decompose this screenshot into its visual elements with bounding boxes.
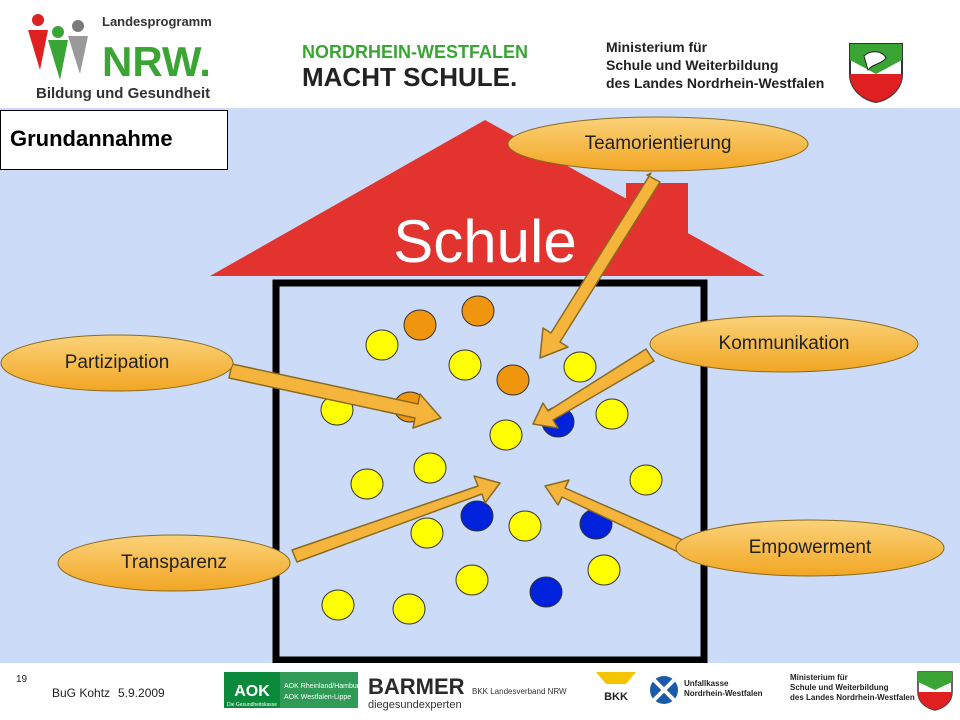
house-label: Schule — [393, 208, 576, 275]
dot — [460, 500, 494, 532]
footer-bar — [0, 663, 960, 720]
people-dots — [320, 295, 663, 625]
dot — [461, 295, 495, 327]
dot — [496, 364, 530, 396]
campaign-line2: MACHT SCHULE. — [302, 62, 517, 92]
dot — [413, 452, 447, 484]
svg-text:Nordrhein-Westfalen: Nordrhein-Westfalen — [684, 689, 763, 698]
dot — [508, 510, 542, 542]
ellipse-team — [507, 116, 809, 172]
dot — [587, 554, 621, 586]
concept-transparency: Transparenz — [121, 552, 227, 573]
bkk-logo: BKK — [596, 672, 636, 703]
ellipse-communication — [649, 315, 919, 373]
dot — [489, 419, 523, 451]
ellipse-transparency — [57, 534, 291, 592]
sponsor-logos: AOK Die Gesundheitskasse AOK Rheinland/H… — [224, 671, 953, 711]
svg-text:des Landes Nordrhein-Westfalen: des Landes Nordrhein-Westfalen — [790, 693, 915, 702]
nrw-coat-of-arms-icon — [849, 43, 903, 104]
concept-team: Teamorientierung — [584, 133, 732, 154]
footer-author: BuG Kohtz — [52, 686, 111, 700]
dot — [455, 564, 489, 596]
campaign-logo: NORDRHEIN-WESTFALEN MACHT SCHULE. — [302, 42, 528, 92]
dot — [410, 517, 444, 549]
dot — [403, 309, 437, 341]
barmer-logo: BARMER diegesundexperten — [368, 674, 465, 711]
title-box — [0, 110, 228, 170]
svg-text:Unfallkasse: Unfallkasse — [684, 679, 729, 688]
concept-communication: Kommunikation — [718, 333, 850, 354]
people-figures-icon — [28, 14, 88, 80]
arrow-participation — [228, 363, 442, 429]
dot — [392, 593, 426, 625]
dot — [629, 464, 663, 496]
ellipse-empowerment — [675, 519, 945, 577]
arrow-team — [539, 172, 661, 359]
svg-text:Die Gesundheitskasse: Die Gesundheitskasse — [227, 702, 277, 708]
campaign-line1: NORDRHEIN-WESTFALEN — [302, 42, 528, 62]
concept-participation: Partizipation — [64, 352, 170, 373]
dot — [365, 329, 399, 361]
svg-text:des Landes Nordrhein-Westfalen: des Landes Nordrhein-Westfalen — [606, 75, 824, 91]
program-nrw: NRW. — [102, 38, 211, 85]
arrows — [228, 172, 684, 563]
svg-text:AOK Rheinland/Hamburg: AOK Rheinland/Hamburg — [284, 683, 363, 690]
svg-text:Ministerium für: Ministerium für — [790, 673, 848, 682]
unfallkasse-logo: Unfallkasse Nordrhein-Westfalen — [650, 676, 763, 704]
arrow-empowerment — [544, 479, 684, 553]
concept-empowerment: Empowerment — [748, 537, 872, 558]
aok-logo: AOK Die Gesundheitskasse AOK Rheinland/H… — [224, 672, 363, 708]
arrow-transparency — [291, 475, 501, 563]
dot — [563, 351, 597, 383]
dot — [350, 468, 384, 500]
svg-text:Ministerium für: Ministerium für — [606, 39, 708, 55]
header-bar: Landesprogramm NRW. Bildung und Gesundhe… — [0, 0, 960, 108]
svg-text:AOK Westfalen-Lippe: AOK Westfalen-Lippe — [284, 694, 351, 701]
program-line2: Bildung und Gesundheit — [36, 85, 210, 102]
bkk-text: BKK Landesverband NRW — [472, 687, 567, 696]
svg-text:Schule und Weiterbildung: Schule und Weiterbildung — [790, 683, 889, 692]
svg-text:diegesundexperten: diegesundexperten — [368, 699, 462, 711]
svg-text:Schule und Weiterbildung: Schule und Weiterbildung — [606, 57, 778, 73]
landesprogramm-logo: Landesprogramm NRW. Bildung und Gesundhe… — [28, 14, 212, 102]
slide-number: 19 — [16, 674, 28, 685]
slide-title: Grundannahme — [10, 126, 173, 151]
footer-date: 5.9.2009 — [118, 686, 165, 700]
svg-text:BARMER: BARMER — [368, 674, 465, 699]
ministry-footer-logo: Ministerium für Schule und Weiterbildung… — [790, 671, 953, 711]
dot — [321, 589, 355, 621]
ministry-header-text: Ministerium für Schule und Weiterbildung… — [606, 39, 824, 91]
arrow-communication — [532, 348, 655, 429]
svg-text:BKK: BKK — [604, 691, 628, 703]
dot — [595, 398, 629, 430]
dot — [529, 576, 563, 608]
ellipse-participation — [0, 334, 234, 392]
svg-text:AOK: AOK — [234, 683, 270, 700]
dot — [448, 349, 482, 381]
program-line1: Landesprogramm — [102, 14, 212, 29]
